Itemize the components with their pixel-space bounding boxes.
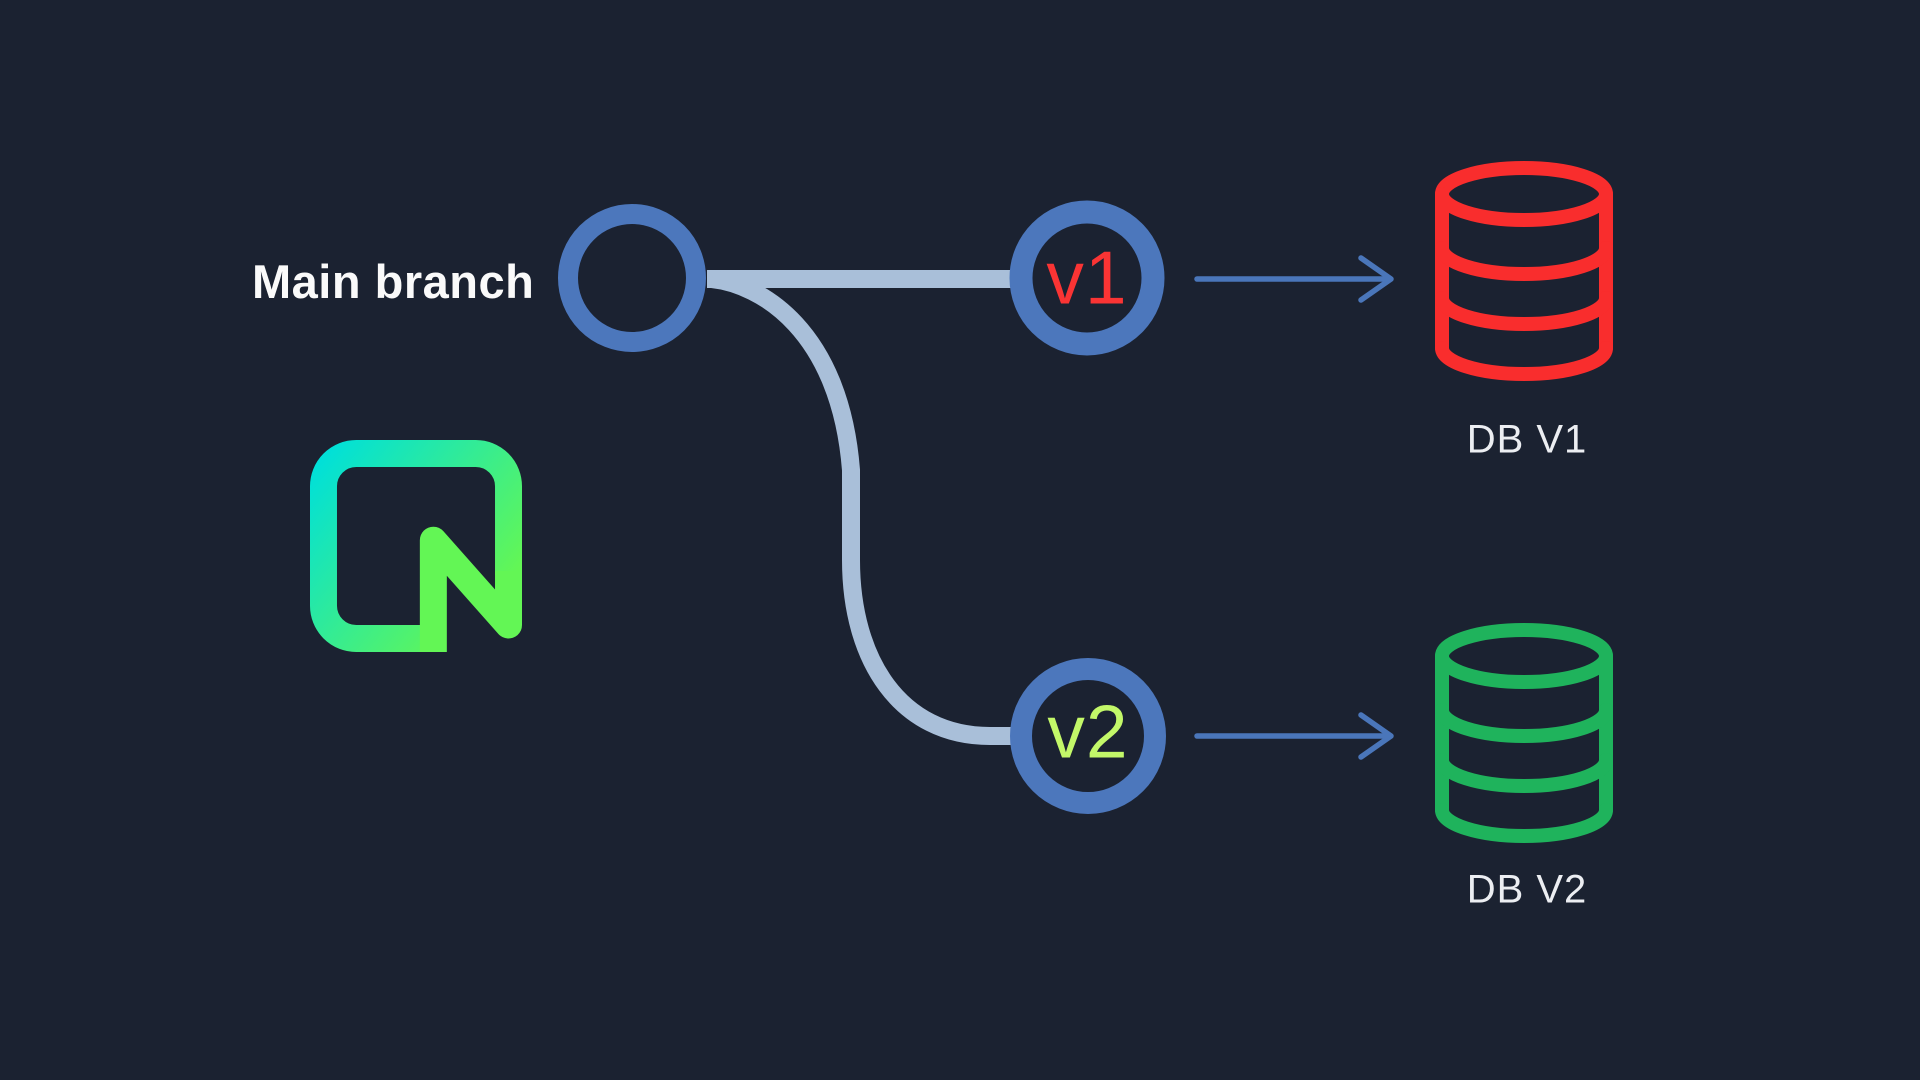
database-v1-shape (1435, 161, 1613, 381)
arrow-v1-icon (1194, 255, 1394, 303)
v2-node-label: v2 (1047, 689, 1129, 774)
v1-node-label: v1 (1046, 235, 1128, 320)
db-v2-label: DB V2 (1466, 867, 1588, 912)
neon-logo-icon (310, 440, 522, 652)
main-branch-node (558, 204, 706, 352)
main-branch-label: Main branch (252, 255, 535, 308)
arrow-v2-icon (1194, 712, 1394, 760)
db-v1-label: DB V1 (1466, 417, 1588, 462)
neon-logo-n-stroke (419, 526, 522, 652)
arrows (1194, 255, 1394, 760)
database-v1-icon (1435, 161, 1613, 381)
arrow-v1-head (1358, 255, 1394, 303)
database-v2-shape (1435, 623, 1613, 843)
v2-node-circle (1010, 658, 1166, 814)
neon-logo-frame (310, 440, 522, 652)
branch-line-v2 (710, 270, 1014, 745)
database-v2-icon (1435, 623, 1613, 843)
branch-lines (707, 270, 1014, 745)
arrow-v2-head (1358, 712, 1394, 760)
v1-node-circle (1009, 200, 1165, 356)
